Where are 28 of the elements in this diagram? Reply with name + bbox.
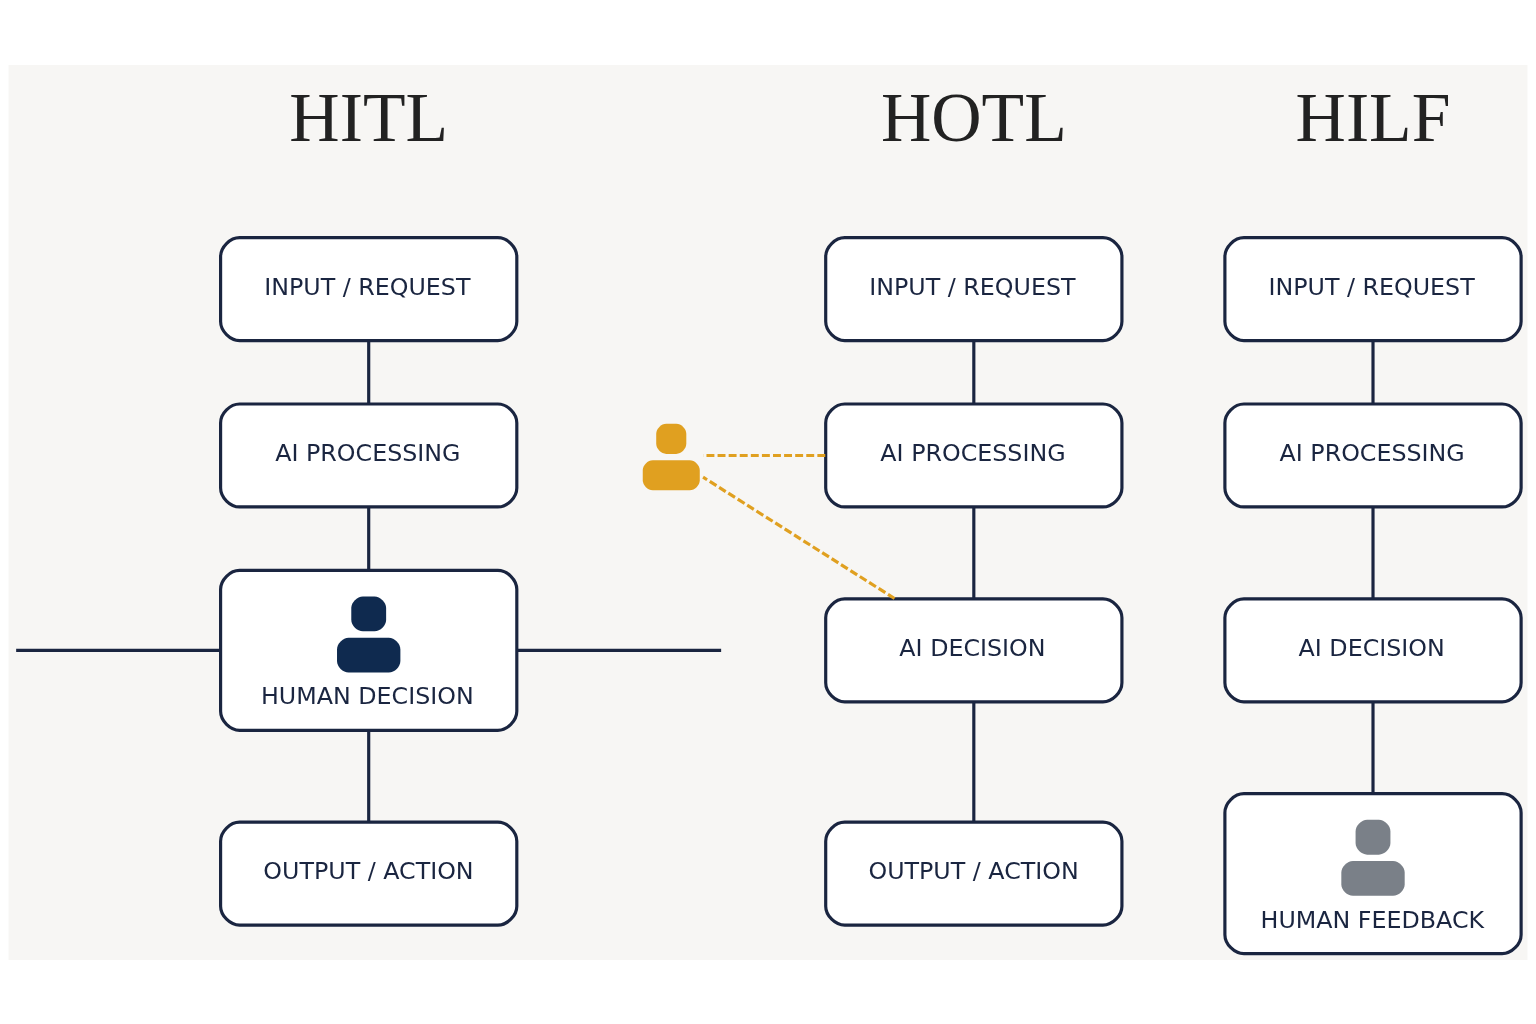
connector: [703, 453, 826, 457]
node-box: INPUT / REQUEST: [824, 235, 1124, 342]
connector: [1371, 701, 1375, 793]
connector: [702, 475, 896, 600]
connector: [972, 701, 976, 822]
connector: [1371, 506, 1375, 599]
label: HILF: [1295, 78, 1451, 156]
label: HITL: [289, 78, 449, 156]
connector: [972, 340, 976, 403]
connector: [16, 648, 220, 652]
node-box: HUMAN DECISION: [219, 568, 519, 732]
node-box: OUTPUT / ACTION: [219, 820, 519, 927]
node-box: OUTPUT / ACTION: [824, 820, 1124, 927]
node-box: INPUT / REQUEST: [219, 235, 519, 342]
connector: [972, 506, 976, 599]
connector: [517, 648, 722, 652]
connector: [1371, 340, 1375, 403]
node-box: INPUT / REQUEST: [1223, 235, 1523, 342]
label: HOTL: [880, 78, 1067, 156]
connector: [367, 506, 371, 570]
connector: [367, 340, 371, 403]
connector: [367, 730, 371, 822]
node-box: AI DECISION: [1223, 596, 1523, 703]
node-box: HUMAN FEEDBACK: [1223, 791, 1523, 955]
node-box: AI PROCESSING: [824, 401, 1124, 509]
node-box: AI PROCESSING: [1223, 401, 1523, 509]
node-box: AI PROCESSING: [219, 401, 519, 509]
node-box: AI DECISION: [824, 596, 1124, 703]
